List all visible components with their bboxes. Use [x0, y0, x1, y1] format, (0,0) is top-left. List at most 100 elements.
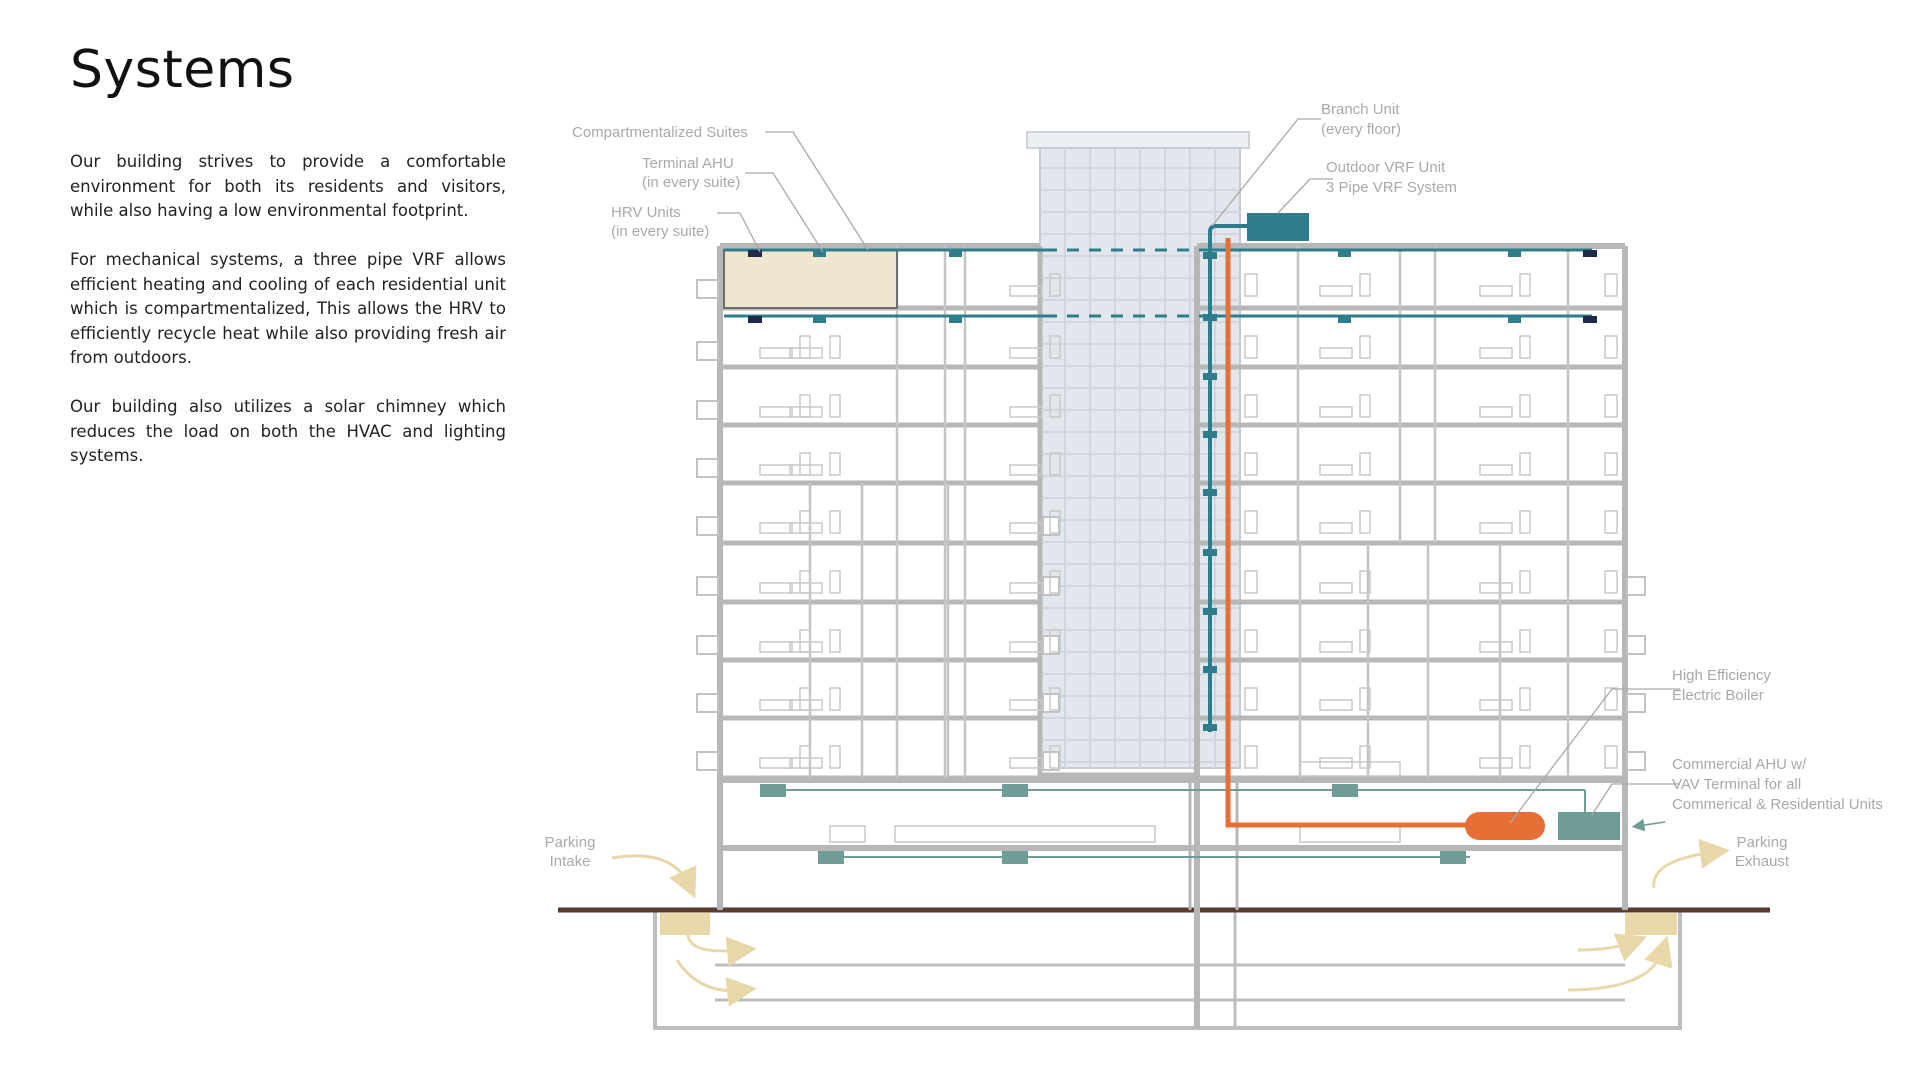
furniture-bed [1479, 406, 1513, 418]
furniture-bed [1009, 406, 1043, 418]
furniture-bed [1479, 582, 1513, 594]
furniture-cabinet [799, 687, 811, 711]
furniture-cabinet [1519, 570, 1531, 594]
diagram-labels: Compartmentalized Suites Terminal AHU (i… [545, 101, 1883, 870]
furniture-cabinet [1519, 745, 1531, 769]
furniture-door [1604, 335, 1618, 359]
branch-unit-marker [1203, 489, 1217, 496]
label-boiler-sub: Electric Boiler [1672, 687, 1764, 704]
outdoor-vrf-unit [1247, 213, 1309, 241]
intake-vent [660, 913, 710, 935]
furniture-cabinet [1519, 335, 1531, 359]
furniture-bed [1319, 464, 1353, 476]
furniture-cabinet [1359, 273, 1371, 297]
furniture-bed [759, 582, 793, 594]
balcony-chimney-side [1042, 516, 1060, 536]
label-parking-exhaust-sub: Exhaust [1735, 853, 1790, 870]
balcony-left [696, 279, 719, 299]
furniture-door [1604, 570, 1618, 594]
furniture-bed [1009, 347, 1043, 359]
furniture-bed [1009, 757, 1043, 769]
furniture-cabinet [1359, 687, 1371, 711]
furniture-cabinet [1359, 570, 1371, 594]
furniture-door [1244, 687, 1258, 711]
furniture-bed [759, 522, 793, 534]
furniture-bed [1319, 699, 1353, 711]
paragraph-2: For mechanical systems, a three pipe VRF… [70, 250, 506, 367]
furniture-bed [789, 347, 823, 359]
label-terminal-ahu-sub: (in every suite) [642, 174, 740, 191]
furniture-bed [1009, 641, 1043, 653]
label-parking-exhaust: Parking [1737, 834, 1788, 851]
furniture-door [1244, 745, 1258, 769]
label-hrv-units-sub: (in every suite) [611, 223, 709, 240]
furniture-cabinet [1519, 510, 1531, 534]
balcony-right [1626, 751, 1646, 771]
balcony-left [696, 458, 719, 478]
furniture-bed [789, 757, 823, 769]
furniture-bed [1319, 582, 1353, 594]
furniture-door [1244, 629, 1258, 653]
branch-unit-marker [1203, 608, 1217, 615]
branch-unit-marker [1203, 431, 1217, 438]
furniture-bed [1479, 699, 1513, 711]
furniture-cabinet [1049, 510, 1061, 534]
label-outdoor-vrf-sub: 3 Pipe VRF System [1326, 179, 1457, 196]
furniture-bed [1479, 522, 1513, 534]
branch-unit-marker [1203, 724, 1217, 731]
terminal-ahus [813, 250, 1521, 323]
furniture-door [1604, 452, 1618, 476]
paragraph-3: Our building also utilizes a solar chimn… [70, 397, 506, 465]
branch-unit-marker [1203, 373, 1217, 380]
furniture-bed [1479, 464, 1513, 476]
furniture-cabinet [829, 452, 841, 476]
furniture-bed [759, 641, 793, 653]
label-commercial-ahu-sub2: Commerical & Residential Units [1672, 796, 1883, 813]
furniture-cabinet [1049, 273, 1061, 297]
furniture-cabinet [829, 335, 841, 359]
furniture-door [1604, 745, 1618, 769]
furniture-bed [1319, 641, 1353, 653]
furniture-bed [1479, 347, 1513, 359]
paragraph-1: Our building strives to provide a comfor… [70, 152, 506, 220]
balcony-left [696, 576, 719, 596]
floor-slabs [720, 305, 1625, 781]
balcony-left [696, 635, 719, 655]
furniture-cabinet [829, 394, 841, 418]
furniture-bed [1319, 522, 1353, 534]
furniture-cabinet [1519, 687, 1531, 711]
label-hrv-units: HRV Units [611, 204, 681, 221]
label-boiler: High Efficiency [1672, 667, 1771, 684]
furniture-cabinet [1049, 629, 1061, 653]
balcony-left [696, 516, 719, 536]
compartmentalized-suite-highlight [723, 249, 898, 309]
furniture-cabinet [1519, 273, 1531, 297]
label-parking-intake: Parking [545, 834, 596, 851]
furniture-bed [789, 582, 823, 594]
furniture-door [1244, 394, 1258, 418]
leader-lines [717, 118, 1680, 824]
branch-units [1203, 252, 1217, 731]
branch-unit-marker [1203, 252, 1217, 259]
furniture-cabinet [799, 570, 811, 594]
basement-structure [653, 908, 1682, 1030]
furniture-cabinet [1049, 394, 1061, 418]
furniture-cabinet [829, 687, 841, 711]
furniture-cabinet [1049, 687, 1061, 711]
label-parking-intake-sub: Intake [550, 853, 591, 870]
furniture-cabinet [1049, 570, 1061, 594]
furniture-bed [1319, 347, 1353, 359]
furniture-bed [1009, 285, 1043, 297]
balcony-chimney-side [1042, 693, 1060, 713]
label-commercial-ahu-sub1: VAV Terminal for all [1672, 776, 1801, 793]
commercial-ahu [1558, 812, 1620, 840]
label-terminal-ahu: Terminal AHU [642, 155, 734, 172]
furniture-cabinet [829, 510, 841, 534]
ahu-supply-arrow [1631, 818, 1666, 832]
balcony-chimney-side [1042, 576, 1060, 596]
furniture-cabinet [829, 745, 841, 769]
furniture-bed [759, 699, 793, 711]
podium-ahu-units [760, 784, 1466, 864]
label-branch-unit-sub: (every floor) [1321, 121, 1401, 138]
